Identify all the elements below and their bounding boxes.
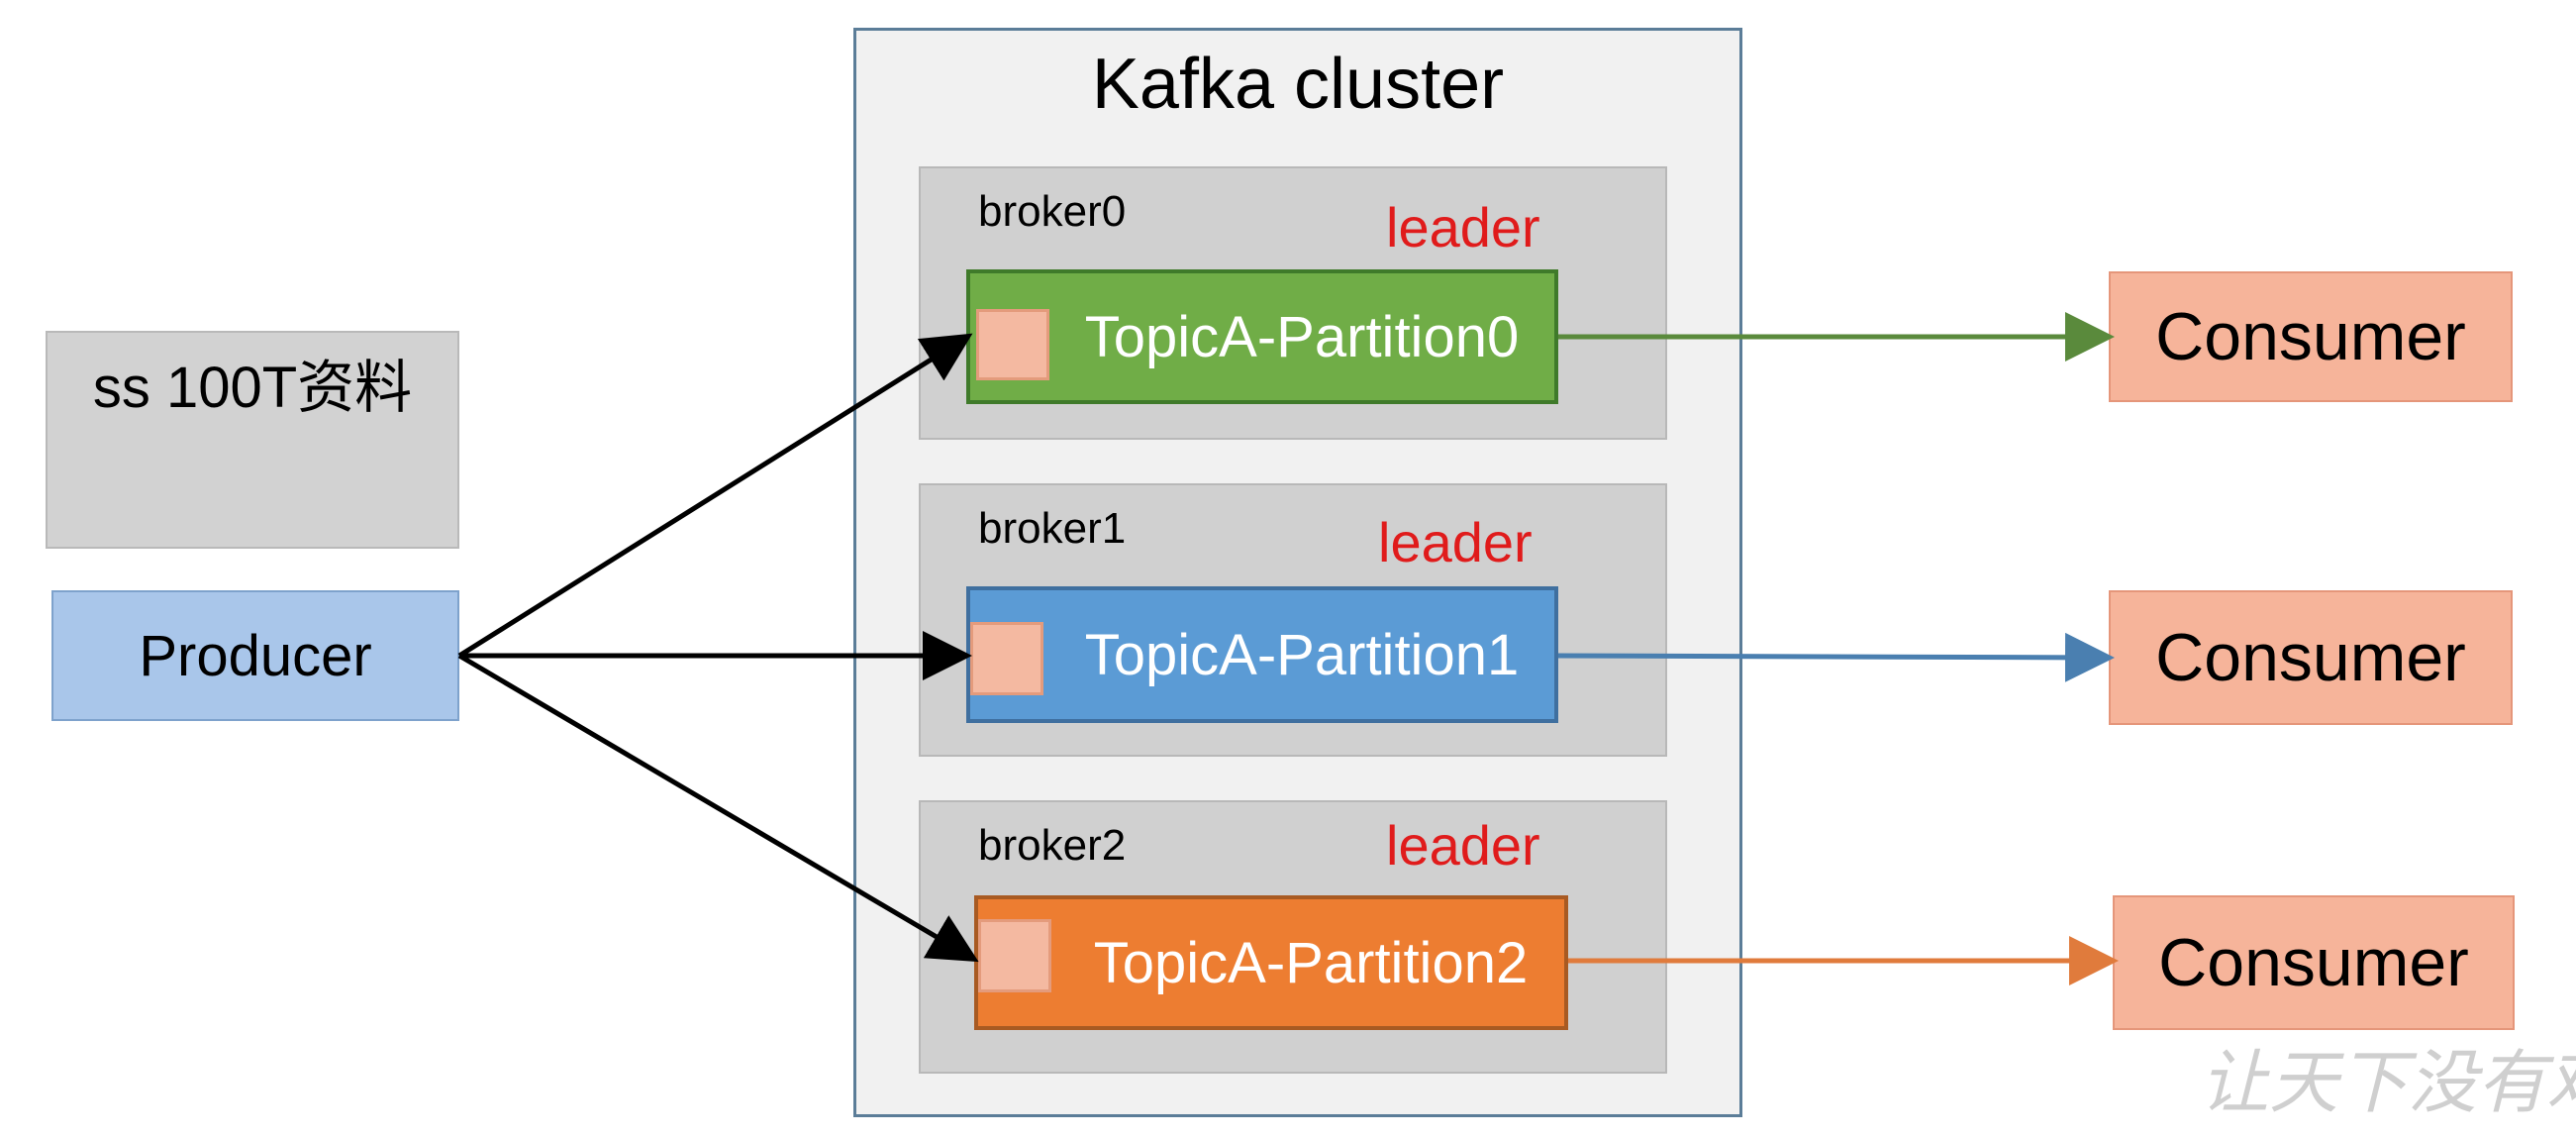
broker-1-leader-label: leader (1378, 511, 1533, 573)
partition-2-label: TopicA-Partition2 (1093, 930, 1529, 995)
consumer-0: Consumer (2109, 271, 2513, 402)
consumer-2: Consumer (2113, 895, 2515, 1030)
broker-0-label: broker0 (978, 187, 1127, 236)
partition-2-message-square (978, 919, 1051, 992)
broker-0-leader-label: leader (1386, 196, 1540, 259)
partition-0-label: TopicA-Partition0 (1084, 304, 1520, 369)
watermark-text: 让天下没有难 (2200, 1042, 2576, 1123)
partition-0: TopicA-Partition0 (966, 269, 1558, 404)
side-note-box (46, 331, 459, 549)
partition-1-label: TopicA-Partition1 (1084, 622, 1520, 687)
cluster-title: Kafka cluster (1091, 45, 1505, 124)
partition-1-message-square (970, 622, 1043, 695)
partition-1: TopicA-Partition1 (966, 586, 1558, 723)
producer-box: Producer (51, 590, 459, 721)
broker-2-leader-label: leader (1386, 814, 1540, 877)
consumer-1: Consumer (2109, 590, 2513, 725)
broker-2-label: broker2 (978, 821, 1127, 870)
partition-0-message-square (976, 309, 1049, 380)
partition-2: TopicA-Partition2 (974, 895, 1568, 1030)
side-note-label: ss 100T资料 (92, 356, 413, 420)
broker-1-label: broker1 (978, 504, 1127, 553)
